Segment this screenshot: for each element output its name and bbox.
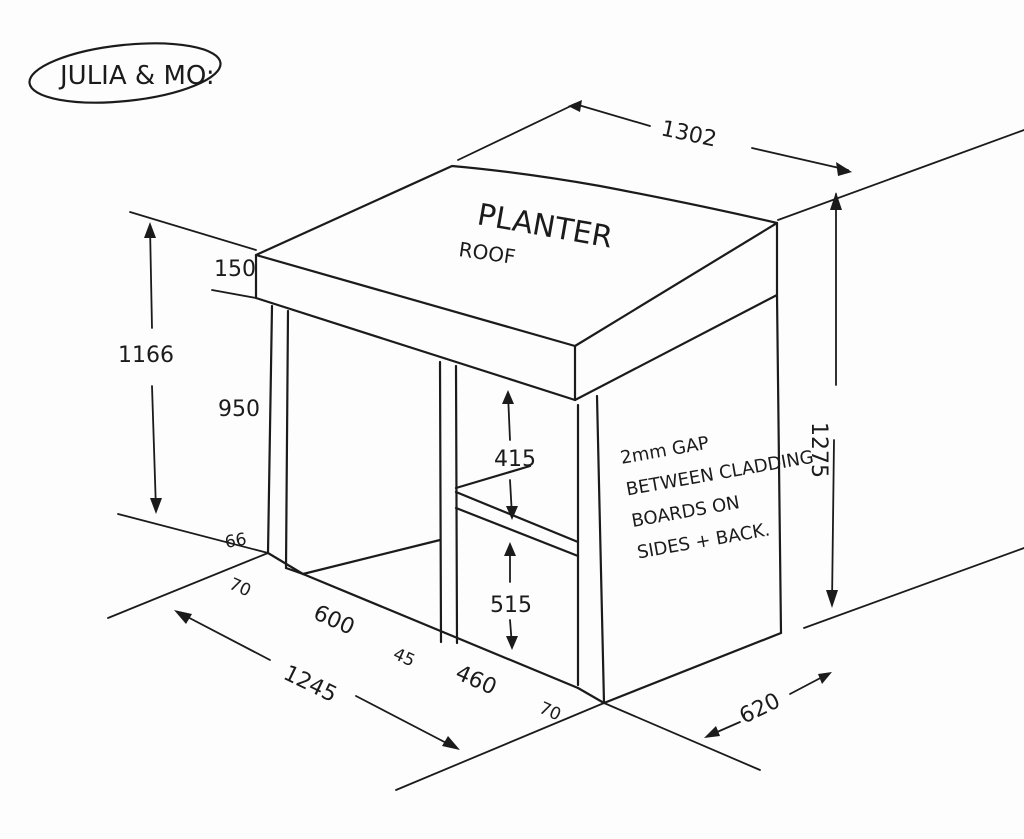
planter-frame: [107, 293, 1024, 791]
dim-lower-shelf-label: 515: [490, 593, 532, 618]
note-line-1: 2mm GAP: [619, 433, 711, 469]
note-line-3: BOARDS ON: [630, 492, 741, 532]
dim-roof-thickness-label: 150: [214, 257, 256, 282]
author-tag: JULIA & MO:: [28, 42, 222, 104]
dim-depth-label: 620: [736, 689, 785, 730]
dim-overall-height-label: 1275: [806, 422, 831, 478]
dim-post-left-label: 70: [226, 574, 254, 601]
dim-shelf: 415 515: [490, 390, 536, 650]
roof: PLANTER ROOF: [254, 164, 779, 402]
cladding-note: 2mm GAP BETWEEN CLADDING BOARDS ON SIDES…: [619, 433, 816, 564]
dim-top-width-label: 1302: [659, 116, 719, 152]
dim-opening-height-label: 950: [218, 397, 260, 422]
dim-upper-shelf-label: 415: [494, 447, 536, 472]
dim-depth: 620: [704, 672, 832, 738]
dim-bay-right-label: 460: [452, 661, 501, 701]
dim-post-mid-label: 45: [390, 644, 418, 671]
dim-left-height: 1166: [117, 211, 269, 554]
dim-top-width: 1302: [457, 100, 1024, 221]
dim-left-height-label: 1166: [118, 343, 174, 368]
dim-bay-left-label: 600: [310, 601, 359, 641]
dim-roof-thickness: 150: [211, 257, 257, 299]
roof-subtitle: ROOF: [457, 237, 517, 269]
dim-base-height-label: 66: [223, 529, 248, 552]
dim-overall-length-label: 1245: [279, 661, 340, 708]
dim-overall-length: 1245: [174, 610, 460, 750]
dim-overall-height: 1275: [806, 192, 842, 608]
author-tag-text: JULIA & MO:: [58, 61, 215, 91]
